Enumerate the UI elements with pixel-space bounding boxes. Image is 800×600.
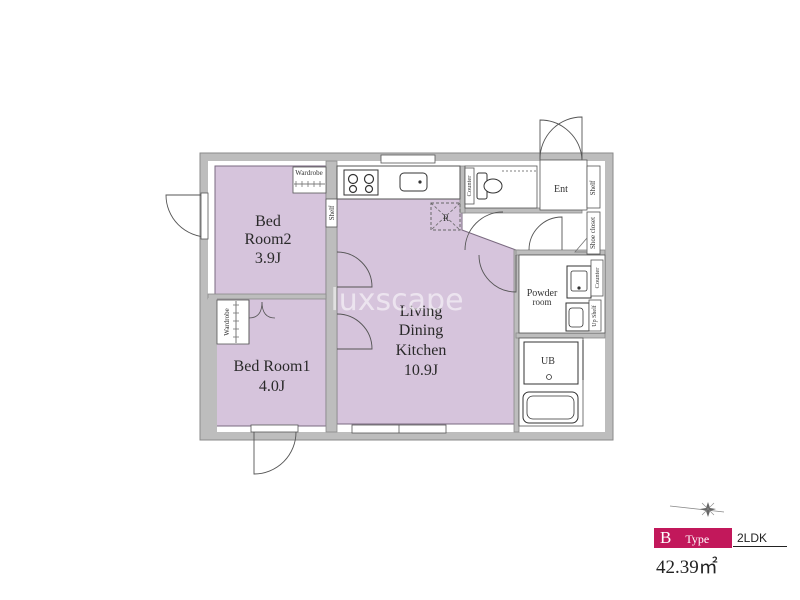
toilet-bowl — [483, 178, 503, 194]
bed1-window-door — [253, 431, 297, 475]
bed2-window-frame — [200, 192, 209, 240]
ldk-label-3: Kitchen — [396, 342, 447, 359]
washing-machine-drain — [577, 286, 581, 290]
watermark: luxscape — [330, 283, 463, 318]
fridge-diag-2 — [430, 202, 461, 231]
entrance-label: Ent — [554, 184, 568, 195]
refrigerator-label: R — [443, 213, 449, 223]
wall-ub-top — [515, 332, 606, 339]
bed1-door — [336, 313, 373, 350]
compass-star — [700, 502, 716, 517]
burner-4 — [364, 184, 374, 194]
type-word: Type — [685, 532, 710, 546]
wall-bed1-left — [208, 298, 217, 432]
bed2-window-door — [165, 194, 209, 238]
powder-door — [478, 254, 517, 293]
sink — [399, 172, 428, 192]
wardrobe-top — [292, 166, 327, 194]
bed2-door — [336, 251, 373, 288]
ub-shower-area — [523, 341, 579, 385]
wardrobe-left-label: Wardrobe — [223, 308, 231, 335]
shoe-closet — [586, 211, 601, 255]
entrance-door-swing — [539, 119, 583, 161]
burner-3 — [348, 184, 358, 194]
layout-label: 2LDK — [733, 528, 787, 547]
bedroom2-size: 3.9J — [255, 250, 281, 267]
bedroom1-size: 4.0J — [259, 378, 285, 395]
ldk-shelf-label: Shelf — [328, 205, 336, 220]
ldk-shelf — [325, 198, 338, 228]
wall-bath-right — [513, 249, 520, 433]
toilet-door — [464, 211, 504, 251]
ub-drain — [546, 374, 552, 380]
sink-drain — [418, 180, 422, 184]
hall-door — [528, 216, 563, 251]
powder-room-label-2: room — [533, 297, 552, 307]
bedroom1-label: Bed Room1 — [234, 358, 311, 375]
washing-machine-inner — [570, 270, 588, 292]
wardrobe-door-2 — [261, 301, 276, 319]
fridge-diag-1 — [430, 202, 461, 231]
ldk-top-window — [380, 154, 436, 164]
shoe-closet-label: Shoe closet — [589, 217, 597, 249]
ldk-size: 10.9J — [404, 362, 438, 379]
bed1-window-frame — [250, 424, 299, 433]
compass-ray-2 — [701, 502, 715, 516]
wardrobe-top-label: Wardrobe — [295, 169, 322, 177]
entrance-shelf — [586, 165, 601, 209]
toilet-counter — [464, 167, 475, 205]
bedroom2-label-2: Room2 — [244, 231, 291, 248]
entrance-area — [539, 159, 588, 211]
bedroom2-label-1: Bed — [255, 213, 281, 230]
wall-wc-left — [459, 165, 466, 214]
unit-bath-label: UB — [541, 356, 555, 367]
powder-counter-label: Counter — [594, 267, 601, 289]
burner-1 — [347, 173, 359, 185]
area-label: 42.39㎡ — [656, 557, 718, 578]
type-letter: B — [660, 528, 672, 547]
upper-shelf — [588, 299, 602, 332]
powder-counter — [590, 259, 604, 297]
compass-needle — [669, 505, 725, 513]
toilet-counter-label: Counter — [466, 175, 473, 197]
bathtub-inner — [526, 395, 575, 420]
vanity-basin — [568, 307, 584, 328]
compass-icon — [669, 502, 725, 517]
shoe-closet-step — [574, 236, 588, 253]
ldk-label-1: Living — [400, 303, 443, 320]
wall-bed1-bed2 — [207, 293, 327, 300]
upper-shelf-label: Up Shelf — [591, 305, 598, 327]
powder-room-label-1: Powder — [527, 288, 558, 299]
entrance-door-swing-2 — [539, 116, 583, 160]
refrigerator-space — [430, 202, 461, 231]
entrance-shelf-label: Shelf — [589, 180, 597, 195]
type-badge: B Type — [654, 528, 732, 548]
burner-2 — [363, 173, 375, 185]
stove — [343, 169, 379, 196]
ldk-label-2: Dining — [399, 322, 443, 339]
